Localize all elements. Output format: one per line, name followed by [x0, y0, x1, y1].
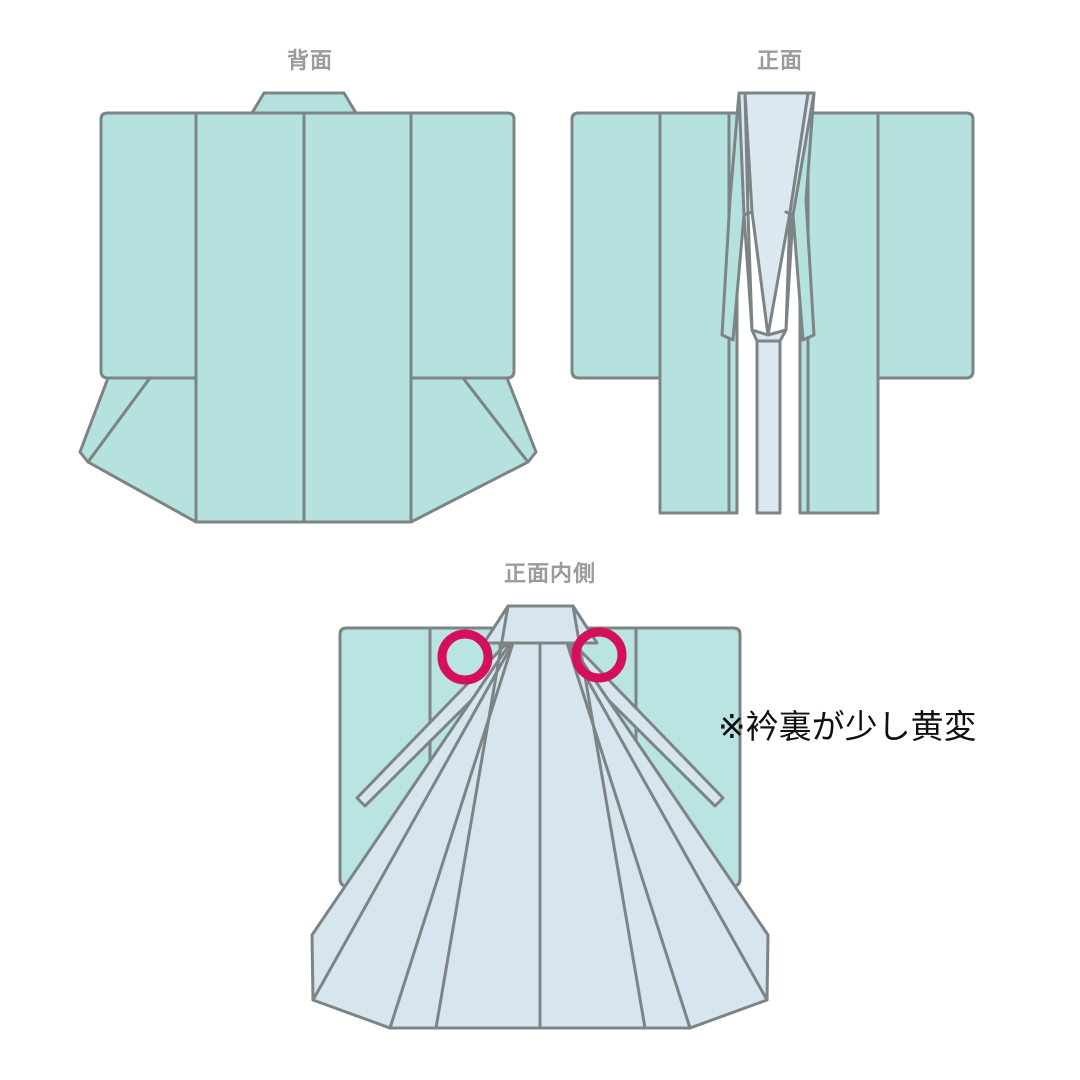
collar-mark-left-circle[interactable] — [437, 629, 493, 685]
view-label-inner-front: 正面内側 — [503, 561, 596, 586]
back-body-left-panel — [194, 111, 306, 524]
inner-collar — [482, 604, 599, 645]
front-left-body-panel — [658, 111, 731, 515]
front-left-sleeve — [570, 111, 662, 380]
back-body-right-panel — [302, 111, 413, 524]
back-collar — [250, 91, 358, 115]
kimono-back-view — [78, 91, 538, 524]
front-neck-opening-lining — [743, 91, 810, 337]
front-right-sleeve — [876, 111, 975, 380]
kimono-inner-front-view — [310, 604, 770, 1030]
kimono-front-view — [570, 91, 975, 515]
view-label-front: 正面 — [756, 48, 803, 73]
front-collar-v-point — [750, 328, 788, 343]
condition-markers — [437, 627, 627, 685]
collar-mark-right-circle[interactable] — [571, 627, 627, 683]
front-left-collar-break — [742, 210, 754, 217]
inner-left-collar-fold-a — [434, 604, 510, 1030]
back-left-sleeve — [99, 111, 198, 380]
back-right-sleeve — [409, 111, 516, 380]
front-right-collar-break — [784, 210, 795, 217]
condition-note: ※衿裏が少し黄変 — [718, 707, 977, 746]
front-center-lining-placket — [755, 338, 782, 515]
front-right-body-panel — [806, 111, 880, 515]
back-right-flare-outer — [461, 376, 538, 464]
view-label-back: 背面 — [286, 48, 333, 73]
